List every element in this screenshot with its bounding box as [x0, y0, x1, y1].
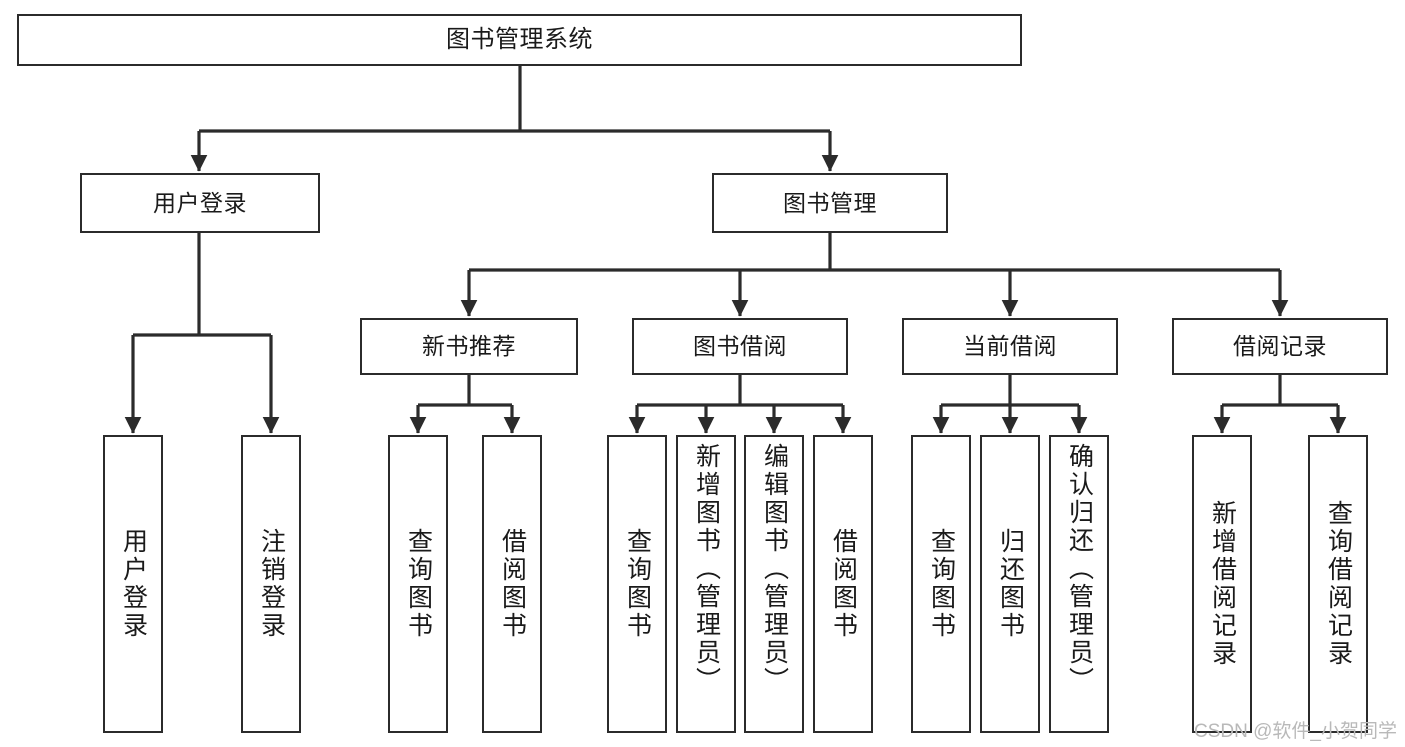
leaf-confirm-return-admin[interactable]: 确认归还（管理员）	[1049, 435, 1109, 733]
node-label: 当前借阅	[963, 333, 1057, 360]
node-new-book-recommend[interactable]: 新书推荐	[360, 318, 578, 375]
node-label: 查询图书	[927, 528, 956, 640]
leaf-add-borrow-record[interactable]: 新增借阅记录	[1192, 435, 1252, 733]
leaf-borrow-book-borrow[interactable]: 借阅图书	[813, 435, 873, 733]
node-label: 查询图书	[623, 528, 652, 640]
leaf-user-login[interactable]: 用户登录	[103, 435, 163, 733]
node-user-login[interactable]: 用户登录	[80, 173, 320, 233]
node-book-manage[interactable]: 图书管理	[712, 173, 948, 233]
leaf-add-book-admin[interactable]: 新增图书（管理员）	[676, 435, 736, 733]
node-borrow-record[interactable]: 借阅记录	[1172, 318, 1388, 375]
node-label: 图书管理系统	[446, 26, 593, 54]
node-label: 查询借阅记录	[1324, 500, 1353, 668]
node-label: 归还图书	[996, 528, 1025, 640]
node-label: 图书借阅	[693, 333, 787, 360]
node-label: 图书管理	[783, 189, 877, 216]
node-label: 新书推荐	[422, 333, 516, 360]
node-label: 查询图书	[404, 528, 433, 640]
node-label: 注销登录	[257, 528, 286, 640]
node-label: 用户登录	[119, 528, 148, 640]
node-book-borrow[interactable]: 图书借阅	[632, 318, 848, 375]
leaf-user-logout[interactable]: 注销登录	[241, 435, 301, 733]
node-label: 借阅图书	[829, 528, 858, 640]
node-label: 用户登录	[153, 189, 247, 216]
node-label: 借阅图书	[498, 528, 527, 640]
node-label: 确认归还（管理员）	[1065, 443, 1094, 695]
node-current-borrow[interactable]: 当前借阅	[902, 318, 1118, 375]
leaf-query-book-new-recommend[interactable]: 查询图书	[388, 435, 448, 733]
leaf-query-book-borrow[interactable]: 查询图书	[607, 435, 667, 733]
leaf-query-borrow-record[interactable]: 查询借阅记录	[1308, 435, 1368, 733]
node-label: 新增图书（管理员）	[692, 443, 721, 695]
leaf-borrow-book-new-recommend[interactable]: 借阅图书	[482, 435, 542, 733]
leaf-query-book-current-borrow[interactable]: 查询图书	[911, 435, 971, 733]
leaf-return-book[interactable]: 归还图书	[980, 435, 1040, 733]
leaf-edit-book-admin[interactable]: 编辑图书（管理员）	[744, 435, 804, 733]
node-label: 新增借阅记录	[1208, 500, 1237, 668]
node-label: 编辑图书（管理员）	[760, 443, 789, 695]
node-label: 借阅记录	[1233, 333, 1327, 360]
watermark-text: CSDN @软件_小贺同学	[1194, 721, 1397, 742]
node-root-book-management-system[interactable]: 图书管理系统	[17, 14, 1022, 66]
